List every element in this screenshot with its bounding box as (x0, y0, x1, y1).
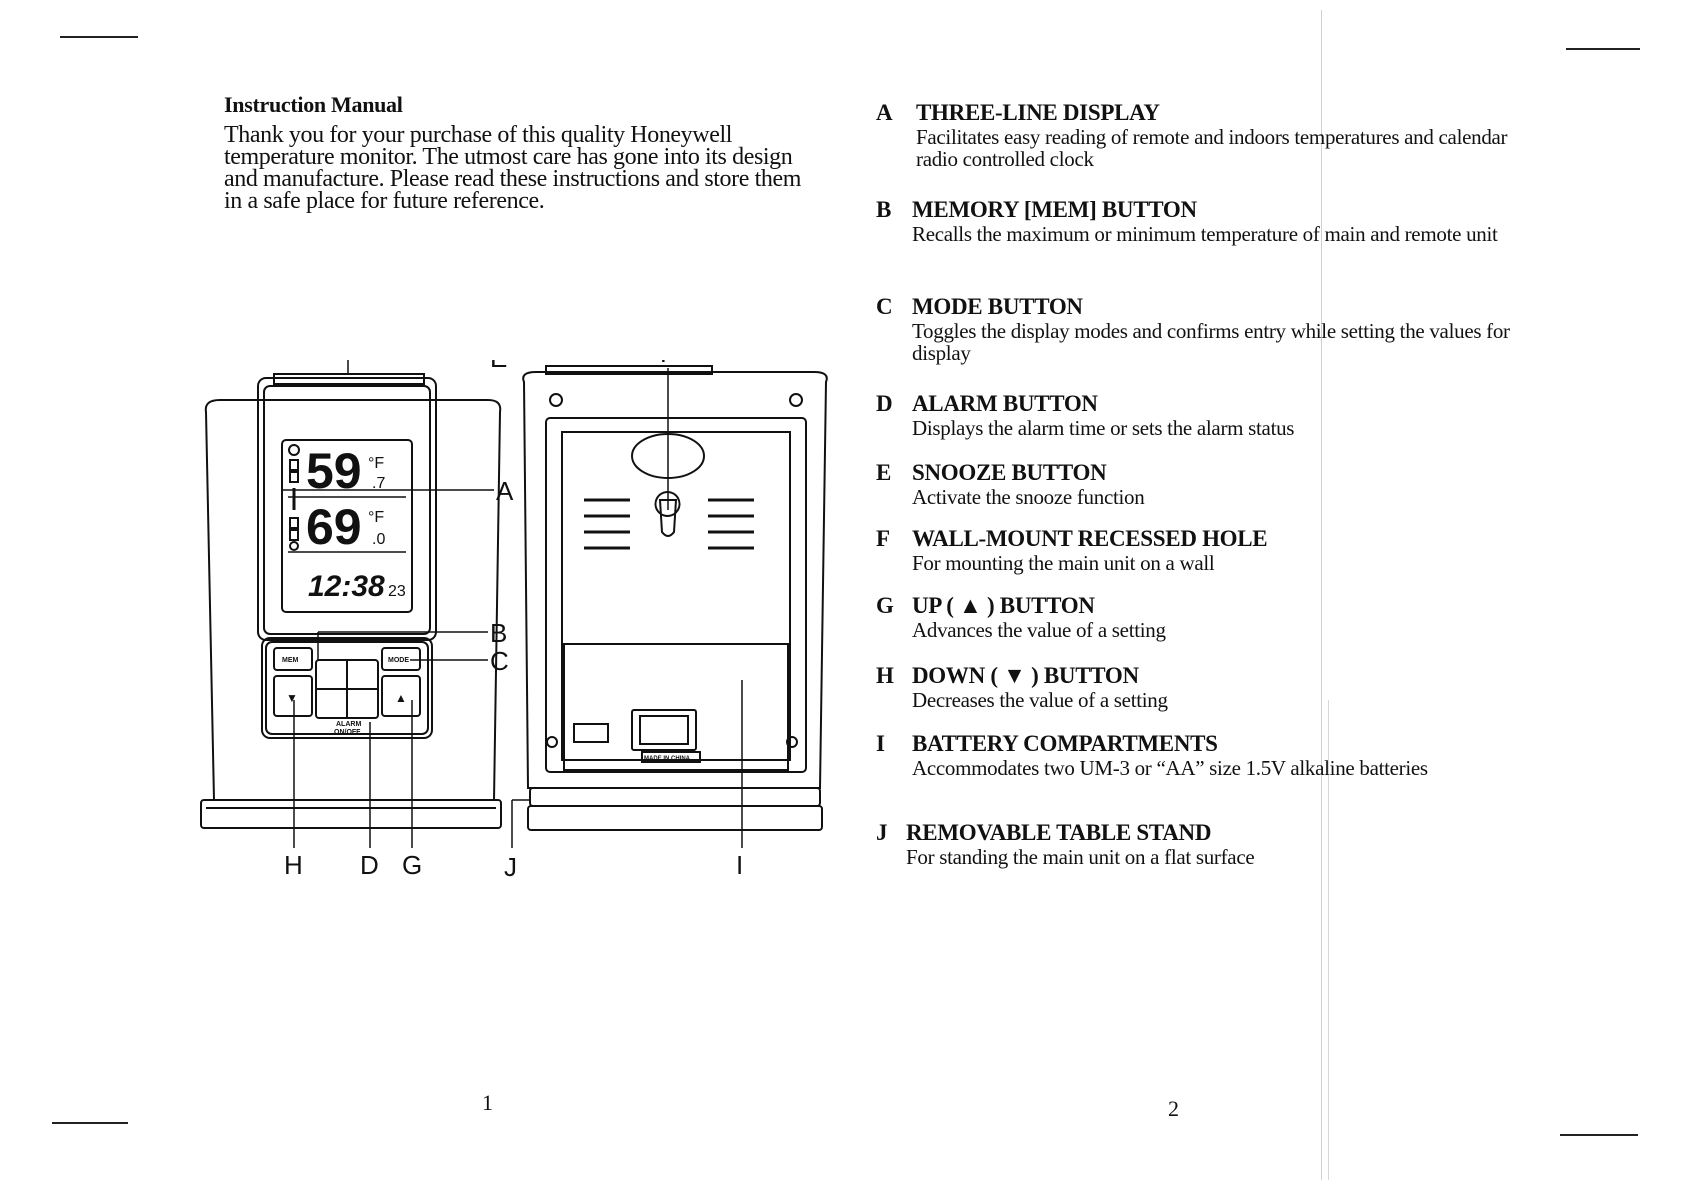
intro-paragraph: Thank you for your purchase of this qual… (224, 122, 801, 214)
sun-icon (288, 444, 300, 456)
button-panel (261, 637, 433, 739)
onoff-button-label: ON/OFF (334, 729, 361, 736)
feature-list: A THREE-LINE DISPLAY Facilitates easy re… (876, 100, 1516, 868)
feature-desc: Facilitates easy reading of remote and i… (916, 125, 1508, 171)
front-unit-body (204, 399, 502, 801)
keyhole-icon (654, 491, 681, 537)
feature-item: H DOWN ( ▼ ) BUTTON Decreases the value … (876, 663, 1516, 731)
lcd-temp-2-unit: °F (368, 509, 384, 526)
feature-desc: Advances the value of a setting (912, 618, 1166, 642)
feature-title: WALL-MOUNT RECESSED HOLE (912, 526, 1268, 551)
back-snooze-bar (545, 365, 713, 375)
product-diagram: 59 °F .7 69 °F .0 12:38 23 MEM MODE ALAR… (200, 360, 828, 882)
feature-title: MEMORY [MEM] BUTTON (912, 197, 1197, 222)
feature-item: J REMOVABLE TABLE STAND For standing the… (876, 820, 1516, 868)
callout-e: E (490, 360, 507, 373)
feature-title: SNOOZE BUTTON (912, 460, 1107, 485)
feature-title: REMOVABLE TABLE STAND (906, 820, 1212, 845)
lcd-clock: 12:38 (308, 570, 385, 603)
feature-letter: E (876, 460, 892, 485)
callout-d: D (360, 850, 379, 880)
feature-desc: Accommodates two UM-3 or “AA” size 1.5V … (912, 756, 1428, 780)
feature-letter: J (876, 820, 888, 845)
lcd-screen (281, 439, 413, 613)
screw-icon (549, 393, 563, 407)
feature-title: BATTERY COMPARTMENTS (912, 731, 1218, 756)
mode-button-label: MODE (388, 657, 409, 664)
lcd-temp-2-decimal: .0 (372, 531, 385, 548)
lcd-temp-2: 69 (306, 499, 362, 555)
callout-g: G (402, 850, 422, 880)
feature-letter: B (876, 197, 892, 222)
feature-item: I BATTERY COMPARTMENTS Accommodates two … (876, 731, 1516, 820)
callout-i: I (736, 850, 743, 880)
feature-item: B MEMORY [MEM] BUTTON Recalls the maximu… (876, 197, 1516, 294)
feature-title: THREE-LINE DISPLAY (916, 100, 1160, 125)
feature-title: DOWN ( ▼ ) BUTTON (912, 663, 1139, 688)
made-in-china-label: MADE IN CHINA (644, 756, 691, 762)
callout-c: C (490, 646, 509, 676)
lcd-temp-1-decimal: .7 (372, 475, 385, 492)
feature-letter: I (876, 731, 885, 756)
manual-title: Instruction Manual (224, 92, 403, 117)
screw-icon (546, 736, 558, 748)
feature-letter: H (876, 663, 894, 688)
feature-item: G UP ( ▲ ) BUTTON Advances the value of … (876, 593, 1516, 663)
feature-title: ALARM BUTTON (912, 391, 1098, 416)
crop-mark (1566, 48, 1640, 50)
crop-mark (60, 36, 138, 38)
feature-letter: A (876, 100, 893, 125)
feature-title: MODE BUTTON (912, 294, 1083, 319)
feature-letter: C (876, 294, 893, 319)
feature-desc: For standing the main unit on a flat sur… (906, 845, 1255, 869)
screw-icon (789, 393, 803, 407)
feature-desc: Displays the alarm time or sets the alar… (912, 416, 1295, 440)
intro-section: Instruction Manual Thank you for your pu… (224, 92, 824, 214)
mode-button[interactable] (381, 647, 421, 671)
page-fold-line (1328, 700, 1329, 1180)
feature-letter: G (876, 593, 894, 618)
mem-button[interactable] (273, 647, 313, 671)
crop-mark (1560, 1134, 1638, 1136)
mem-button-label: MEM (282, 657, 299, 664)
down-arrow-icon: ▼ (286, 691, 298, 705)
up-arrow-icon: ▲ (395, 691, 407, 705)
feature-desc: For mounting the main unit on a wall (912, 551, 1215, 575)
feature-letter: F (876, 526, 891, 551)
display-housing (257, 377, 437, 641)
table-stand (529, 787, 821, 807)
up-button[interactable] (381, 675, 421, 717)
page-fold-line (1321, 10, 1322, 1180)
feature-item: C MODE BUTTON Toggles the display modes … (876, 294, 1516, 391)
callout-b: B (490, 618, 507, 648)
feature-desc: Activate the snooze function (912, 485, 1145, 509)
feature-item: F WALL-MOUNT RECESSED HOLE For mounting … (876, 526, 1516, 593)
page-number-right: 2 (1168, 1096, 1179, 1121)
callout-a: A (496, 476, 514, 506)
snooze-bar (273, 373, 425, 385)
feature-item: D ALARM BUTTON Displays the alarm time o… (876, 391, 1516, 460)
feature-title: UP ( ▲ ) BUTTON (912, 593, 1095, 618)
callout-j: J (504, 852, 517, 882)
battery-compartment (563, 643, 789, 771)
callout-h: H (284, 850, 303, 880)
front-unit-base (200, 799, 502, 829)
page-number-left: 1 (482, 1090, 493, 1115)
feature-item: E SNOOZE BUTTON Activate the snooze func… (876, 460, 1516, 526)
back-unit-body (522, 371, 828, 789)
lcd-temp-1: 59 (306, 443, 362, 499)
lcd-temp-1-unit: °F (368, 455, 384, 472)
feature-letter: D (876, 391, 893, 416)
crop-mark (52, 1122, 128, 1124)
feature-item: A THREE-LINE DISPLAY Facilitates easy re… (876, 100, 1516, 197)
feature-desc: Recalls the maximum or minimum temperatu… (912, 222, 1498, 246)
alarm-button-label: ALARM (336, 721, 361, 728)
down-button[interactable] (273, 675, 313, 717)
feature-desc: Toggles the display modes and confirms e… (912, 319, 1510, 365)
feature-desc: Decreases the value of a setting (912, 688, 1168, 712)
callout-f: F (660, 360, 676, 368)
lcd-date: 23 (388, 583, 406, 600)
